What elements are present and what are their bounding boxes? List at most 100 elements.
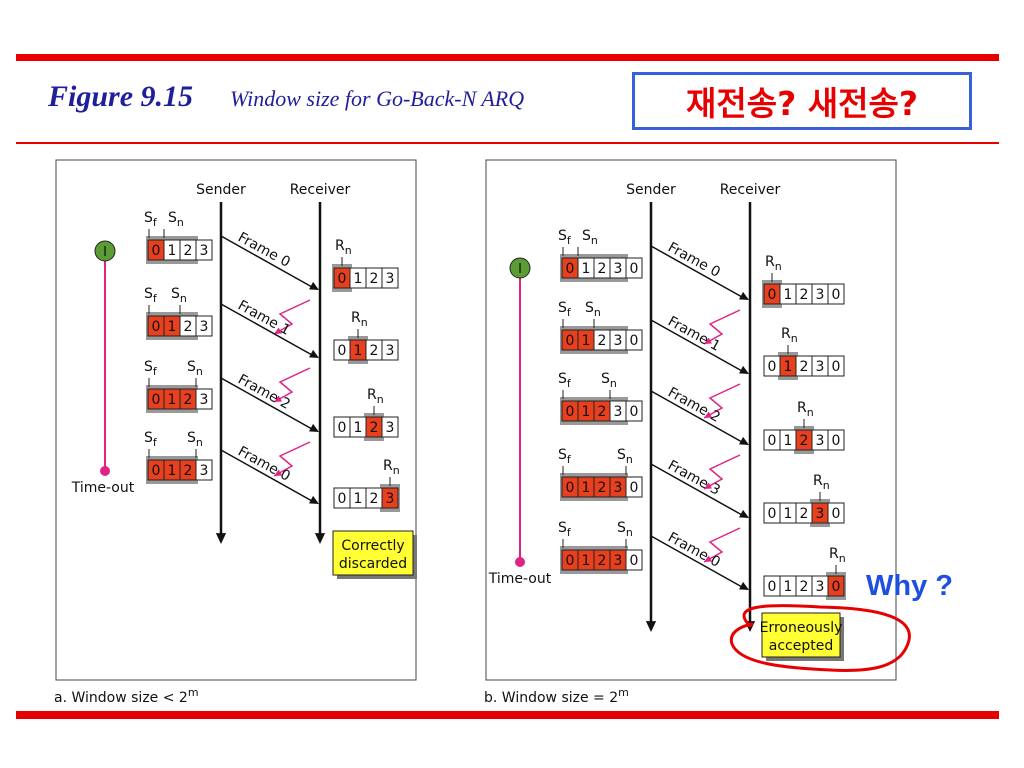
lost-ack-path — [273, 367, 311, 403]
sender-seq-number: 0 — [566, 333, 575, 349]
receiver-seq-number: 3 — [816, 359, 825, 375]
sender-seq-number: 0 — [630, 553, 639, 569]
sender-seq-cell — [625, 329, 643, 351]
korean-question-text: 재전송? 새전송? — [686, 84, 918, 123]
receiver-seq-number: 3 — [816, 506, 825, 522]
frame-arrow-head — [739, 581, 749, 590]
receiver-seq-number: 1 — [354, 420, 363, 436]
lost-ack-arrow-head — [704, 337, 712, 344]
frame-arrow — [650, 319, 743, 372]
sf-pointer-label: Sf — [144, 430, 158, 449]
frame-arrow-head — [309, 495, 319, 504]
rn-pointer-label: Rn — [781, 326, 798, 345]
receiver-seq-number: 2 — [800, 359, 809, 375]
receiver-seq-cell — [827, 575, 845, 597]
frame-arrow-head — [739, 365, 749, 374]
sender-seq-number: 1 — [168, 392, 177, 408]
receiver-seq-number: 1 — [354, 491, 363, 507]
frame-arrow — [650, 535, 743, 588]
sf-pointer-label: Sf — [558, 520, 572, 539]
receiver-seq-number: 0 — [832, 433, 841, 449]
sender-seq-number: 0 — [152, 392, 161, 408]
sender-seq-number: 1 — [582, 553, 591, 569]
sn-pointer-label: Sn — [187, 359, 203, 378]
sender-seq-number: 3 — [200, 243, 209, 259]
hand-drawn-ellipse — [729, 604, 911, 672]
rn-pointer-label: Rn — [829, 546, 846, 565]
receiver-seq-number: 1 — [354, 271, 363, 287]
panel-caption: b. Window size = 2m — [484, 686, 629, 706]
frame-arrow — [220, 449, 313, 502]
sn-pointer-label: Sn — [617, 520, 633, 539]
sender-seq-cell — [625, 257, 643, 279]
receiver-seq-cell — [827, 355, 845, 377]
sender-seq-number: 0 — [152, 243, 161, 259]
sn-pointer-label: Sn — [168, 210, 184, 229]
sender-seq-cell — [195, 388, 213, 410]
sender-seq-number: 2 — [598, 404, 607, 420]
sf-pointer-label: Sf — [144, 359, 158, 378]
result-note-line1: Erroneously — [760, 620, 843, 636]
sf-pointer-label: Sf — [144, 286, 158, 305]
receiver-seq-number: 0 — [832, 287, 841, 303]
receiver-seq-cell — [381, 267, 399, 289]
receiver-seq-number: 0 — [338, 343, 347, 359]
result-note-line2: accepted — [769, 638, 833, 654]
sender-seq-number: 0 — [630, 333, 639, 349]
receiver-seq-number: 2 — [800, 579, 809, 595]
lost-ack-path — [273, 299, 311, 335]
sender-seq-number: 1 — [168, 319, 177, 335]
receiver-seq-number: 0 — [338, 420, 347, 436]
lost-ack-path — [703, 309, 741, 345]
figure-number: Figure 9.15 — [48, 80, 194, 113]
sender-timeline-arrow — [215, 533, 227, 544]
receiver-seq-number: 2 — [370, 343, 379, 359]
frame-arrow-head — [739, 291, 749, 300]
lost-ack-arrow-head — [274, 395, 282, 402]
sender-seq-number: 0 — [630, 261, 639, 277]
rn-pointer-label: Rn — [351, 310, 368, 329]
timeout-label: Time-out — [71, 480, 135, 496]
sf-pointer-label: Sf — [558, 228, 572, 247]
sender-seq-number: 3 — [614, 553, 623, 569]
receiver-seq-number: 3 — [816, 287, 825, 303]
receiver-seq-cell — [827, 283, 845, 305]
frame-arrow — [220, 377, 313, 430]
sn-pointer-label: Sn — [171, 286, 187, 305]
sender-seq-number: 0 — [566, 480, 575, 496]
sf-pointer-label: Sf — [144, 210, 158, 229]
sender-label: Sender — [196, 182, 246, 198]
sender-seq-number: 2 — [184, 243, 193, 259]
sender-seq-cell — [195, 239, 213, 261]
receiver-seq-cell — [827, 429, 845, 451]
timer-start-label: I — [103, 245, 107, 260]
receiver-seq-number: 2 — [800, 433, 809, 449]
receiver-seq-cell — [381, 416, 399, 438]
frame-arrow-head — [309, 281, 319, 290]
sender-seq-number: 2 — [184, 319, 193, 335]
receiver-seq-number: 2 — [370, 491, 379, 507]
panel-frame — [485, 159, 897, 681]
sender-seq-number: 2 — [598, 553, 607, 569]
timer-start-label: I — [518, 262, 522, 277]
frame-arrow — [650, 463, 743, 516]
receiver-seq-number: 2 — [370, 420, 379, 436]
lost-ack-path — [703, 383, 741, 419]
sender-seq-number: 3 — [614, 480, 623, 496]
receiver-seq-number: 1 — [784, 579, 793, 595]
receiver-seq-number: 0 — [768, 506, 777, 522]
why-annotation: Why ? — [866, 570, 953, 602]
sender-seq-cell — [195, 315, 213, 337]
sender-seq-number: 1 — [582, 480, 591, 496]
